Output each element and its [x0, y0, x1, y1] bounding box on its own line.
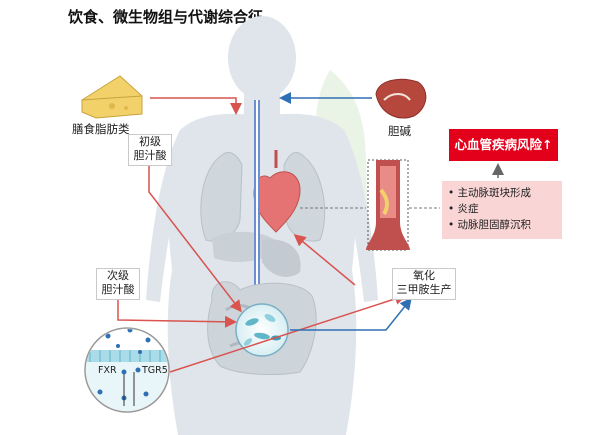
meat-illustration [375, 78, 427, 119]
intestinal-lining-circle [84, 327, 170, 413]
diagram-title: 饮食、微生物组与代谢综合征 [68, 8, 264, 26]
primary-bile-acid-box: 初级 胆汁酸 [128, 134, 172, 166]
red-arrows [117, 97, 407, 373]
blue-arrows [279, 92, 412, 331]
secondary-bile-acid-line1: 次级 [107, 269, 129, 282]
tgr5-label: TGR5 [142, 365, 168, 376]
effect-item: • 主动脉斑块形成 [448, 187, 532, 199]
heart [253, 150, 301, 233]
primary-bile-acid-line1: 初级 [139, 135, 161, 148]
secondary-bile-acid-box: 次级 胆汁酸 [96, 268, 140, 300]
secondary-bile-acid-line2: 胆汁酸 [101, 283, 135, 296]
tmao-line1: 氧化 [413, 269, 435, 282]
artery-illustration [366, 159, 410, 251]
gray-arrows [300, 163, 504, 209]
dietary-fat-label: 膳食脂肪类 [72, 122, 130, 136]
choline-label: 胆碱 [388, 124, 411, 138]
stomach [262, 239, 301, 277]
primary-bile-acid-line2: 胆汁酸 [133, 149, 167, 162]
tmao-box: 氧化 三甲胺生产 [392, 268, 456, 300]
cv-risk-badge: 心血管疾病风险↑ [449, 129, 558, 161]
cheese-illustration [81, 75, 143, 119]
fxr-label: FXR [98, 365, 117, 376]
tmao-line2: 三甲胺生产 [396, 283, 452, 296]
effect-item: • 动脉胆固醇沉积 [448, 219, 532, 231]
effect-item: • 炎症 [448, 203, 479, 215]
effects-box: • 主动脉斑块形成 • 炎症 • 动脉胆固醇沉积 [442, 181, 562, 239]
